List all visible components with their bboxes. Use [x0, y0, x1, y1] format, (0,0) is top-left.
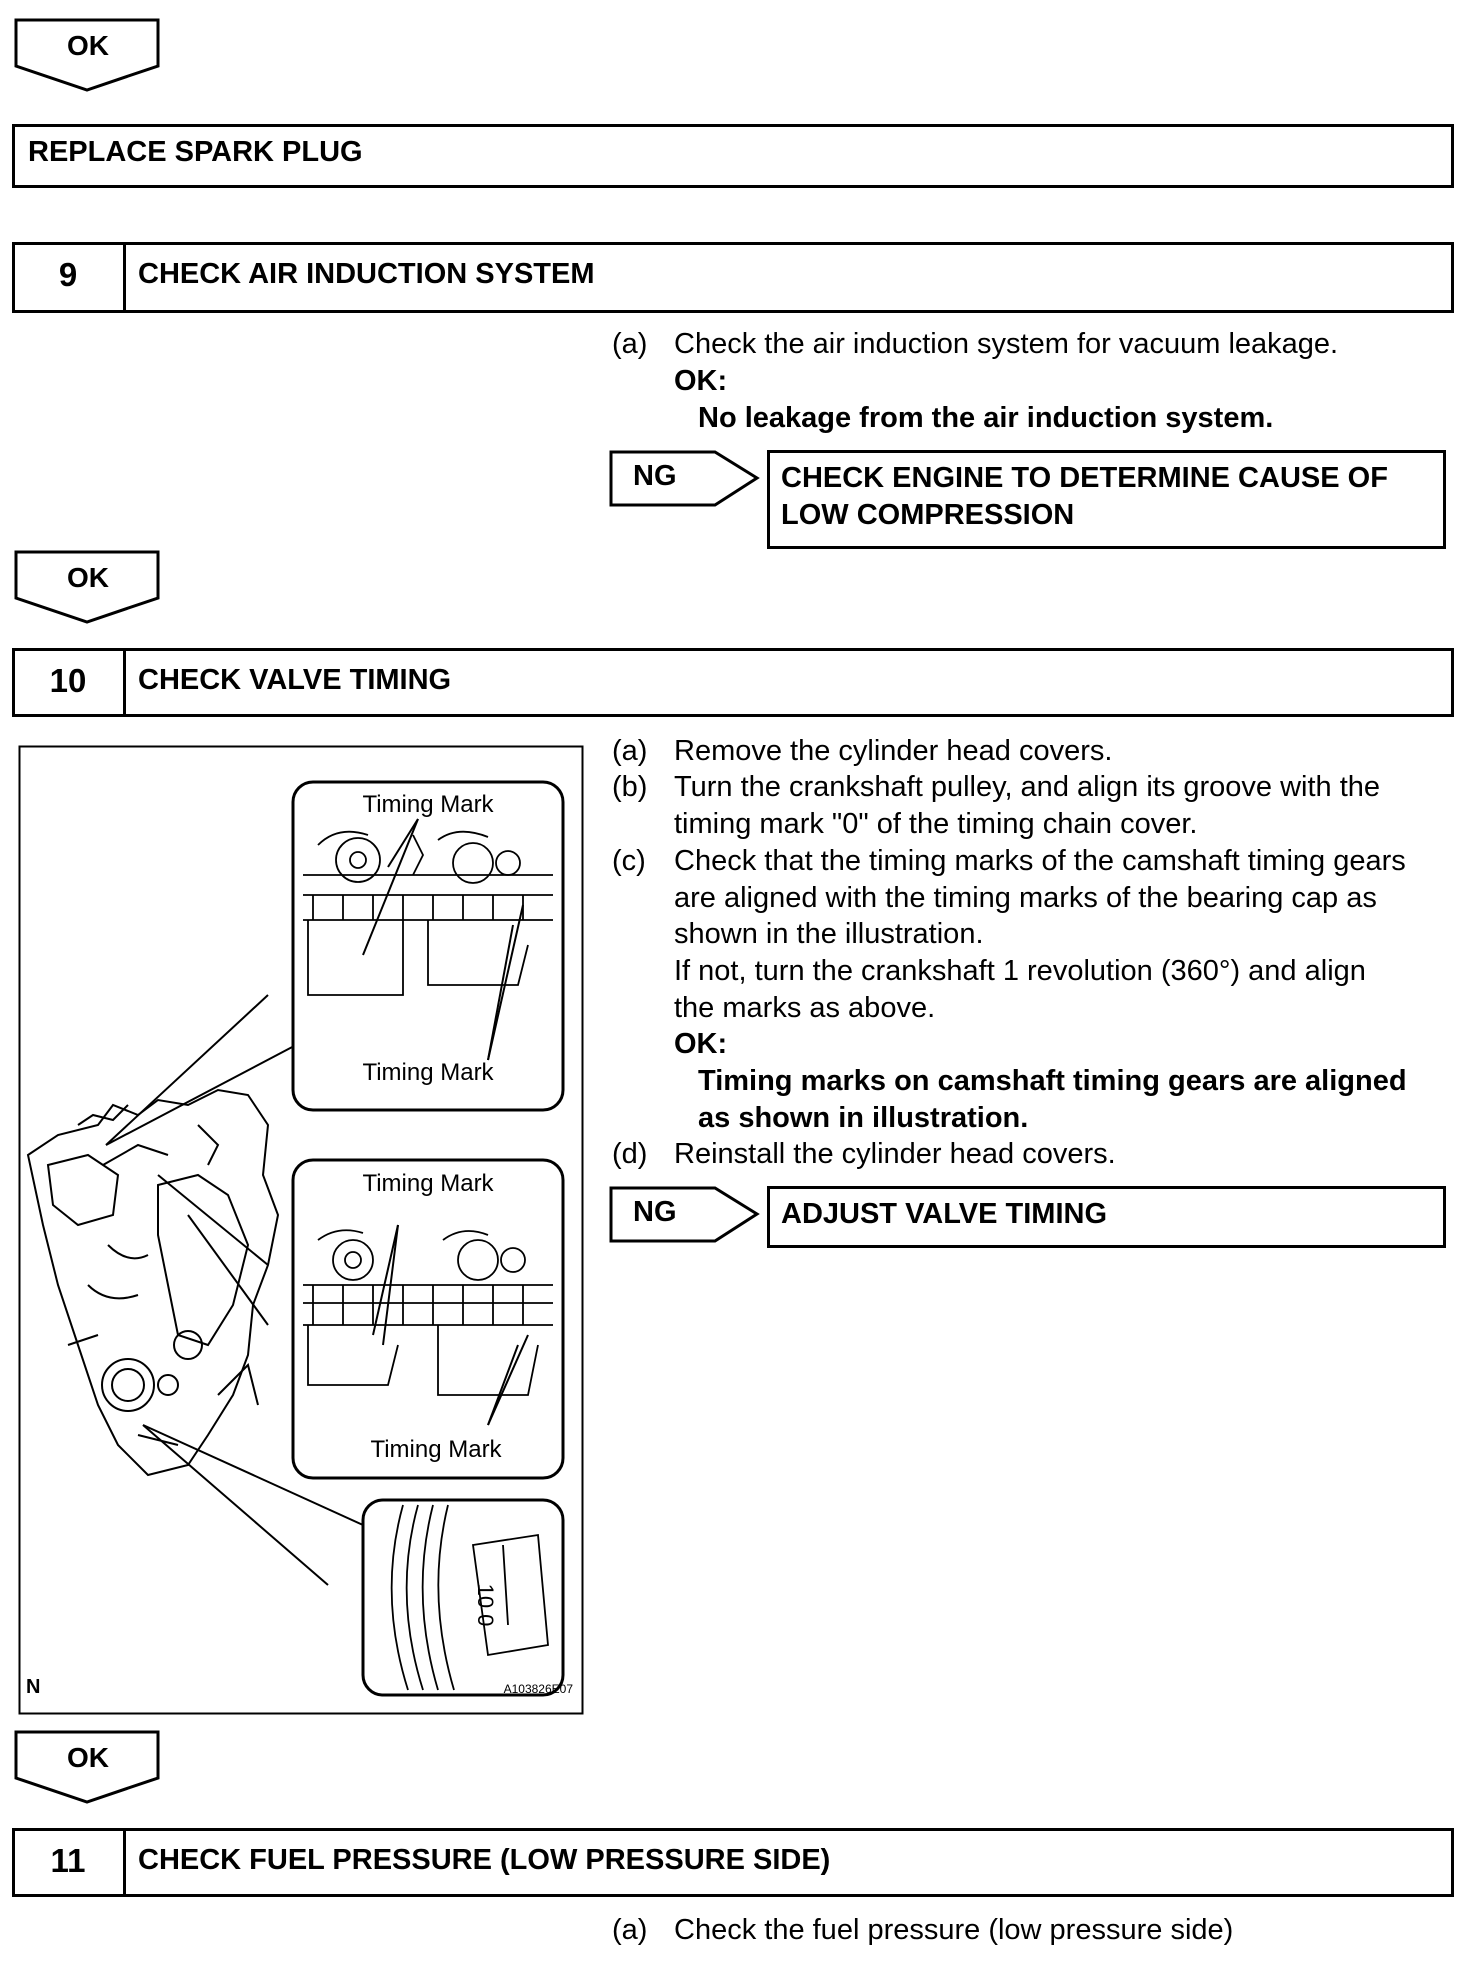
- ok-label-1: OK: [67, 30, 109, 61]
- step-10-ng-action: ADJUST VALVE TIMING: [781, 1198, 1107, 1230]
- ok-label-3: OK: [67, 1742, 109, 1773]
- step-9-title: CHECK AIR INDUCTION SYSTEM: [138, 258, 595, 290]
- step-9-ng-action-line1: CHECK ENGINE TO DETERMINE CAUSE OF: [781, 462, 1388, 494]
- step-10-header: [12, 648, 1454, 717]
- step-11-a-label: (a): [612, 1914, 648, 1946]
- step-10-d-text: Reinstall the cylinder head covers.: [674, 1138, 1116, 1170]
- step-9-divider: [123, 242, 126, 313]
- pulley-marks: 10 0: [473, 1584, 498, 1627]
- step-9-ok-text: No leakage from the air induction system…: [698, 402, 1274, 434]
- step-10-c-line3: shown in the illustration.: [674, 918, 984, 950]
- callout-top-label-1: Timing Mark: [362, 791, 494, 818]
- callout-top-label-2: Timing Mark: [362, 1059, 494, 1086]
- step-9-ng-action-box: [767, 450, 1446, 549]
- step-10-ng-label: NG: [633, 1196, 677, 1228]
- step-10-title: CHECK VALVE TIMING: [138, 664, 452, 696]
- step-10-ng-arrow: [609, 1186, 760, 1243]
- step-11-title: CHECK FUEL PRESSURE (LOW PRESSURE SIDE): [138, 1844, 831, 1876]
- step-10-a-label: (a): [612, 735, 648, 767]
- step-11-header: [12, 1828, 1454, 1897]
- step-9-ok-heading: OK:: [674, 365, 728, 397]
- step-11-divider: [123, 1828, 126, 1897]
- figure-corner-n: N: [26, 1676, 40, 1698]
- step-10-ng-action-box: [767, 1186, 1446, 1248]
- valve-timing-illustration: Timing Mark Timing Mark Timing Mark Timi…: [18, 745, 584, 1715]
- step-9-ng-arrow: [609, 450, 760, 507]
- figure-code: A103826E07: [504, 1682, 574, 1696]
- callout-middle-label-2: Timing Mark: [370, 1436, 502, 1463]
- step-9-ng-label: NG: [633, 460, 677, 492]
- step-10-ok-heading: OK:: [674, 1028, 728, 1060]
- step-10-ok-line2: as shown in illustration.: [698, 1102, 1029, 1134]
- ok-arrow-2: [14, 550, 160, 624]
- step-10-number: 10: [49, 662, 87, 699]
- ok-arrow-3: [14, 1730, 160, 1804]
- step-10-c-label: (c): [612, 845, 646, 877]
- replace-spark-plug-box: [12, 124, 1454, 188]
- step-10-c-line4: If not, turn the crankshaft 1 revolution…: [674, 955, 1366, 987]
- ok-arrow-1: [14, 18, 160, 92]
- step-10-b-label: (b): [612, 771, 648, 803]
- step-10-a-text: Remove the cylinder head covers.: [674, 735, 1113, 767]
- step-11-number: 11: [50, 1842, 86, 1879]
- step-10-b-line1: Turn the crankshaft pulley, and align it…: [674, 771, 1381, 803]
- step-9-a-text: Check the air induction system for vacuu…: [674, 328, 1339, 360]
- callout-middle-label-1: Timing Mark: [362, 1170, 494, 1197]
- step-10-ok-line1: Timing marks on camshaft timing gears ar…: [698, 1065, 1407, 1097]
- callout-pulley: 10 0: [361, 1498, 565, 1697]
- step-11-a-text: Check the fuel pressure (low pressure si…: [674, 1914, 1234, 1946]
- step-10-divider: [123, 648, 126, 717]
- step-9-ng-action-line2: LOW COMPRESSION: [781, 499, 1075, 531]
- step-9-number: 9: [58, 256, 78, 293]
- step-10-d-label: (d): [612, 1138, 648, 1170]
- step-9-a-label: (a): [612, 328, 648, 360]
- replace-spark-plug-text: REPLACE SPARK PLUG: [28, 136, 363, 168]
- callout-top: Timing Mark Timing Mark: [291, 780, 565, 1112]
- step-10-c-line1: Check that the timing marks of the camsh…: [674, 845, 1406, 877]
- step-10-b-line2: timing mark "0" of the timing chain cove…: [674, 808, 1198, 840]
- callout-middle: Timing Mark Timing Mark: [291, 1158, 565, 1480]
- step-10-c-line5: the marks as above.: [674, 992, 936, 1024]
- ok-label-2: OK: [67, 562, 109, 593]
- callout-leader-lines: [105, 994, 364, 1586]
- step-10-c-line2: are aligned with the timing marks of the…: [674, 882, 1377, 914]
- step-9-header: [12, 242, 1454, 313]
